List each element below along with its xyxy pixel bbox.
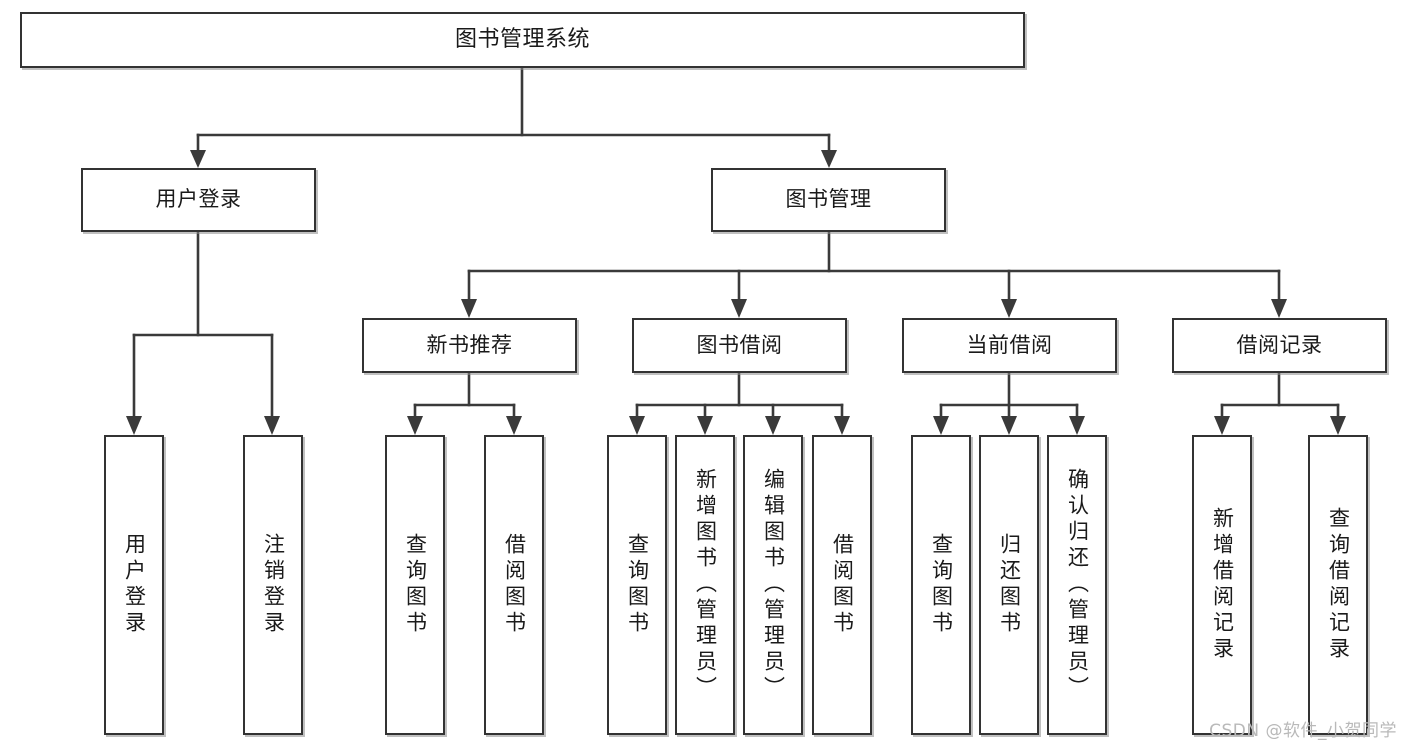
node-current-borrow[interactable]: 当前借阅 <box>902 318 1117 373</box>
node-label: 确认归还（管理员） <box>1065 468 1090 702</box>
node-leaf-add-book[interactable]: 新增图书（管理员） <box>675 435 735 735</box>
csdn-watermark: CSDN @软件_小贺同学 <box>1209 721 1397 741</box>
node-leaf-query-record[interactable]: 查询借阅记录 <box>1308 435 1368 735</box>
node-label: 借阅图书 <box>830 533 855 637</box>
node-leaf-edit-book[interactable]: 编辑图书（管理员） <box>743 435 803 735</box>
node-user-login[interactable]: 用户登录 <box>81 168 316 232</box>
node-leaf-query-book-1[interactable]: 查询图书 <box>385 435 445 735</box>
node-label: 查询借阅记录 <box>1326 507 1351 663</box>
node-label: 注销登录 <box>261 533 286 637</box>
node-book-manage[interactable]: 图书管理 <box>711 168 946 232</box>
node-label: 用户登录 <box>122 533 147 637</box>
node-label: 查询图书 <box>403 533 428 637</box>
node-book-borrow[interactable]: 图书借阅 <box>632 318 847 373</box>
node-leaf-user-logout[interactable]: 注销登录 <box>243 435 303 735</box>
node-label: 新增借阅记录 <box>1210 507 1235 663</box>
node-label: 新增图书（管理员） <box>693 468 718 702</box>
node-leaf-query-book-2[interactable]: 查询图书 <box>607 435 667 735</box>
node-leaf-borrow-book-1[interactable]: 借阅图书 <box>484 435 544 735</box>
node-leaf-add-record[interactable]: 新增借阅记录 <box>1192 435 1252 735</box>
node-leaf-user-login[interactable]: 用户登录 <box>104 435 164 735</box>
node-label: 借阅图书 <box>502 533 527 637</box>
node-leaf-return-book[interactable]: 归还图书 <box>979 435 1039 735</box>
node-leaf-confirm-return[interactable]: 确认归还（管理员） <box>1047 435 1107 735</box>
node-new-book-recommend[interactable]: 新书推荐 <box>362 318 577 373</box>
node-leaf-borrow-book-2[interactable]: 借阅图书 <box>812 435 872 735</box>
node-label: 查询图书 <box>625 533 650 637</box>
node-label: 归还图书 <box>997 533 1022 637</box>
node-borrow-record[interactable]: 借阅记录 <box>1172 318 1387 373</box>
node-label: 编辑图书（管理员） <box>761 468 786 702</box>
node-label: 查询图书 <box>929 533 954 637</box>
node-leaf-query-book-3[interactable]: 查询图书 <box>911 435 971 735</box>
node-root-book-management-system[interactable]: 图书管理系统 <box>20 12 1025 68</box>
